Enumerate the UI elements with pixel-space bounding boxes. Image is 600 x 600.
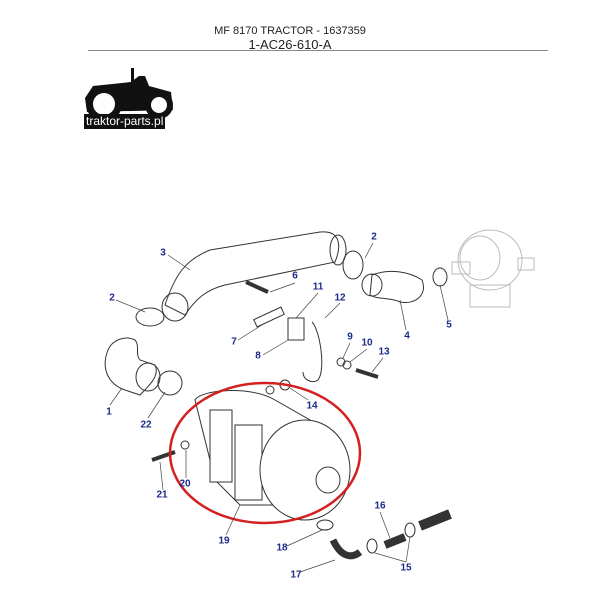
part-13-bolt [355,368,379,379]
callout-1[interactable]: 1 [106,406,112,418]
part-4-hose [369,270,424,304]
callout-14[interactable]: 14 [306,400,318,412]
diagram-title: MF 8170 TRACTOR - 1637359 [214,25,366,37]
callout-6[interactable]: 6 [292,270,298,282]
callout-4[interactable]: 4 [404,330,410,342]
part-19-compressor [194,390,351,521]
callout-17[interactable]: 17 [290,569,302,581]
part-1-hose [104,337,157,396]
callout-2[interactable]: 2 [109,292,115,304]
part-2-clamp [135,307,165,327]
callout-11[interactable]: 11 [312,281,324,293]
part-3-pipe [164,231,340,316]
part-7-bracket [253,306,285,328]
part-16-tube [383,533,407,549]
part-9-washer [336,357,346,367]
part-17-elbow [329,538,363,560]
callout-9[interactable]: 9 [347,331,353,343]
part-15-clamp [366,538,378,554]
callout-16[interactable]: 16 [374,500,386,512]
part-8-valve [287,317,305,341]
part-6-sensor [245,280,269,294]
callout-21[interactable]: 21 [156,489,168,501]
highlight-circle [168,381,362,525]
callout-13[interactable]: 13 [378,346,390,358]
pump-housing [451,229,535,308]
callout-5[interactable]: 5 [446,319,452,331]
callout-3[interactable]: 3 [160,247,166,259]
tractor-logo-icon [85,68,173,122]
part-2-clamp [342,250,364,280]
callout-12[interactable]: 12 [334,292,346,304]
part-5-clamp [432,267,448,287]
part-15-clamp [404,522,416,538]
callout-2[interactable]: 2 [371,231,377,243]
callout-19[interactable]: 19 [218,535,230,547]
callout-10[interactable]: 10 [361,337,373,349]
callout-18[interactable]: 18 [276,542,288,554]
part-20-washer [180,440,190,450]
callout-20[interactable]: 20 [179,478,191,490]
header-divider [88,50,548,51]
part-10-oring [342,360,352,370]
part-18-clamp [316,519,334,531]
part-22-clamp [157,370,183,396]
callout-22[interactable]: 22 [140,419,152,431]
part-12-tube [302,321,323,383]
callout-7[interactable]: 7 [231,336,237,348]
logo-text: traktor-parts.pl [84,114,166,129]
callout-15[interactable]: 15 [400,562,412,574]
diagram-code: 1-AC26-610-A [248,37,332,52]
callout-8[interactable]: 8 [255,350,261,362]
